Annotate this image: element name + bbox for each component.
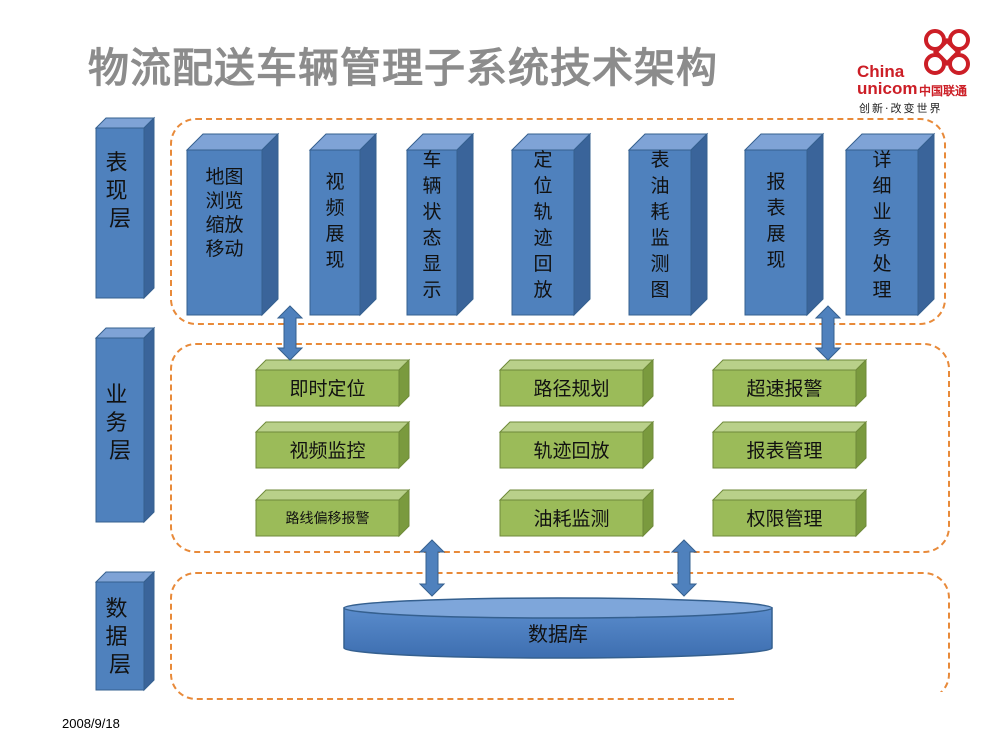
layer-label-business: 业 务 层 [105, 383, 134, 464]
business-box-label: 报表管理 [746, 440, 822, 462]
presentation-box-6: 报表展现 [743, 132, 825, 317]
presentation-box-label: 报表展现 [766, 171, 785, 271]
page-title: 物流配送车辆管理子系统技术架构 [88, 44, 718, 92]
layer-presentation-char-1: 表 [105, 151, 127, 176]
presentation-box-label: 视频展现 [325, 171, 344, 271]
layer-label-data: 数 据 层 [105, 597, 134, 678]
arrow-pres-biz-left [276, 305, 304, 361]
presentation-box-2: 视频展现 [308, 132, 378, 317]
logo-text-unicom: unicom [857, 79, 918, 98]
business-box-col1-2: 视频监控 [254, 420, 411, 470]
business-box-label: 路径规划 [533, 378, 609, 400]
footer-blank-area [735, 692, 1000, 750]
business-box-label: 即时定位 [289, 378, 365, 400]
presentation-box-3: 车辆状态显示 [405, 132, 475, 317]
business-box-label: 权限管理 [746, 508, 822, 530]
presentation-box-1: 地图浏览缩放移动 [185, 132, 280, 317]
layer-presentation-char-2: 现 [105, 179, 127, 204]
presentation-box-4: 定位轨迹回放 [510, 132, 592, 317]
layer-business: 业 务 层 [94, 326, 156, 524]
presentation-box-label: 车辆状态显示 [422, 149, 441, 301]
arrow-biz-data-right [670, 539, 698, 597]
logo-text-cn: 中国联通 [919, 84, 968, 98]
business-box-label: 轨迹回放 [533, 440, 609, 462]
business-box-col2-1: 路径规划 [498, 358, 655, 408]
layer-data: 数 据 层 [94, 570, 156, 692]
slide-date: 2008/9/18 [62, 716, 120, 731]
presentation-boxes: 地图浏览缩放移动 视频展现 车辆状态显示 定位轨迹回放 表油耗监测图 报表展现 详细业务处理 [185, 132, 936, 317]
china-unicom-logo: China unicom 中国联通 创新·改变世界 [853, 22, 983, 118]
business-box-col1-1: 即时定位 [254, 358, 411, 408]
presentation-box-label: 表油耗监测图 [650, 149, 669, 301]
database-cylinder: 数据库 [343, 597, 773, 659]
presentation-box-label: 地图浏览缩放移动 [205, 166, 243, 260]
logo-slogan: 创新·改变世界 [859, 102, 943, 115]
business-box-col1-3: 路线偏移报警 [254, 488, 411, 538]
layer-label-presentation: 表 现 层 [105, 151, 134, 232]
presentation-region [170, 118, 946, 325]
business-box-label: 视频监控 [289, 440, 365, 462]
presentation-box-label: 定位轨迹回放 [533, 149, 552, 301]
business-box-col2-2: 轨迹回放 [498, 420, 655, 470]
business-box-col3-2: 报表管理 [711, 420, 868, 470]
logo-text-china: China [857, 62, 905, 81]
business-box-col2-3: 油耗监测 [498, 488, 655, 538]
business-box-label: 油耗监测 [533, 508, 609, 530]
unicom-knot-icon [924, 29, 970, 75]
data-region [170, 572, 950, 700]
database-label: 数据库 [528, 622, 588, 646]
layer-presentation: 表 现 层 [94, 116, 156, 300]
business-box-label: 路线偏移报警 [286, 511, 370, 527]
arrow-pres-biz-right [814, 305, 842, 361]
presentation-box-label: 详细业务处理 [872, 149, 891, 301]
business-box-col3-3: 权限管理 [711, 488, 868, 538]
presentation-box-7: 详细业务处理 [844, 132, 936, 317]
business-box-col3-1: 超速报警 [711, 358, 868, 408]
layer-presentation-char-3: 层 [109, 207, 131, 232]
business-box-label: 超速报警 [746, 378, 822, 400]
arrow-biz-data-left [418, 539, 446, 597]
business-region [170, 343, 950, 553]
presentation-box-5: 表油耗监测图 [627, 132, 709, 317]
